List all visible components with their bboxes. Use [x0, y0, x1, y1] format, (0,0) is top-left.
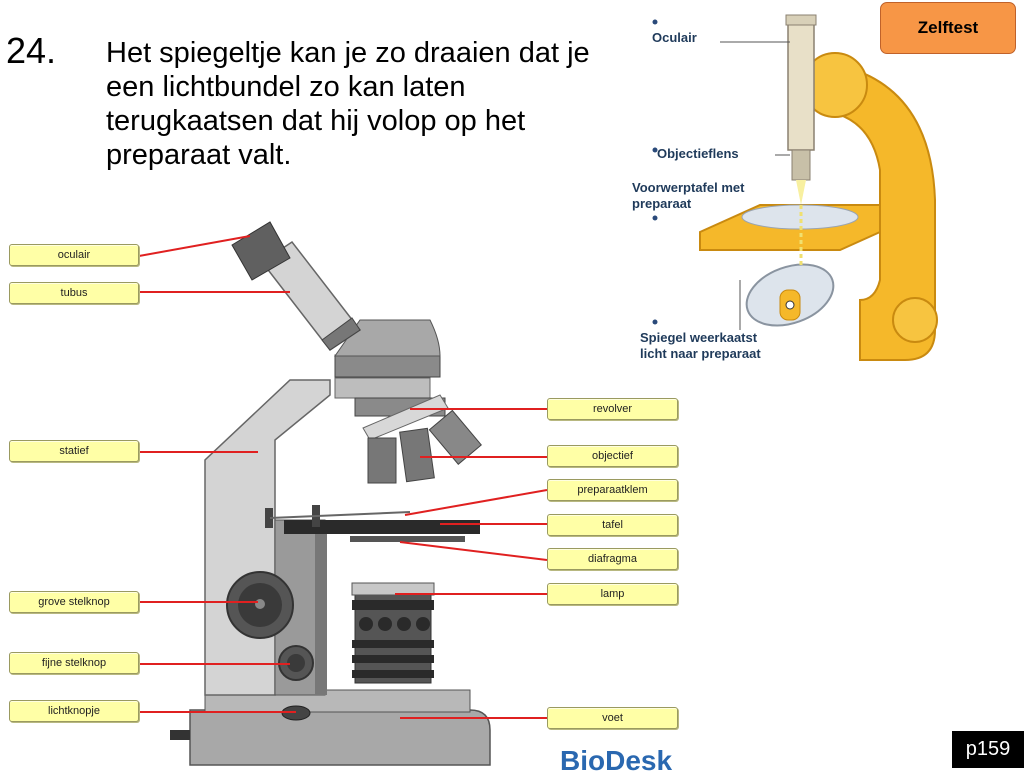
label-oculair: oculair: [9, 244, 139, 266]
label-revolver: revolver: [547, 398, 678, 420]
label-fijne-stelknop: fijne stelknop: [9, 652, 139, 674]
label-lichtknopje: lichtknopje: [9, 700, 139, 722]
inset-caption-oculair: Oculair: [652, 30, 697, 45]
label-diafragma: diafragma: [547, 548, 678, 570]
page-number-badge: p159: [952, 731, 1024, 768]
inset-caption-spiegel-2: licht naar preparaat: [640, 346, 761, 361]
label-lamp: lamp: [547, 583, 678, 605]
label-objectief: objectief: [547, 445, 678, 467]
label-voet: voet: [547, 707, 678, 729]
label-preparaatklem: preparaatklem: [547, 479, 678, 501]
label-statief: statief: [9, 440, 139, 462]
zelftest-button[interactable]: Zelftest: [880, 2, 1016, 54]
leader-lines: [138, 235, 548, 719]
inset-caption-objectieflens: Objectieflens: [657, 146, 739, 161]
question-text: Het spiegeltje kan je zo draaien dat je …: [106, 37, 590, 171]
question-number: 24.: [6, 30, 57, 71]
label-tafel: tafel: [547, 514, 678, 536]
label-tubus: tubus: [9, 282, 139, 304]
inset-caption-voorwerptafel-2: preparaat: [632, 196, 692, 211]
inset-caption-spiegel-1: Spiegel weerkaatst: [640, 330, 758, 345]
label-grove-stelknop: grove stelknop: [9, 591, 139, 613]
inset-caption-voorwerptafel-1: Voorwerptafel met: [632, 180, 745, 195]
biodesk-logo: BioDesk: [560, 745, 673, 776]
